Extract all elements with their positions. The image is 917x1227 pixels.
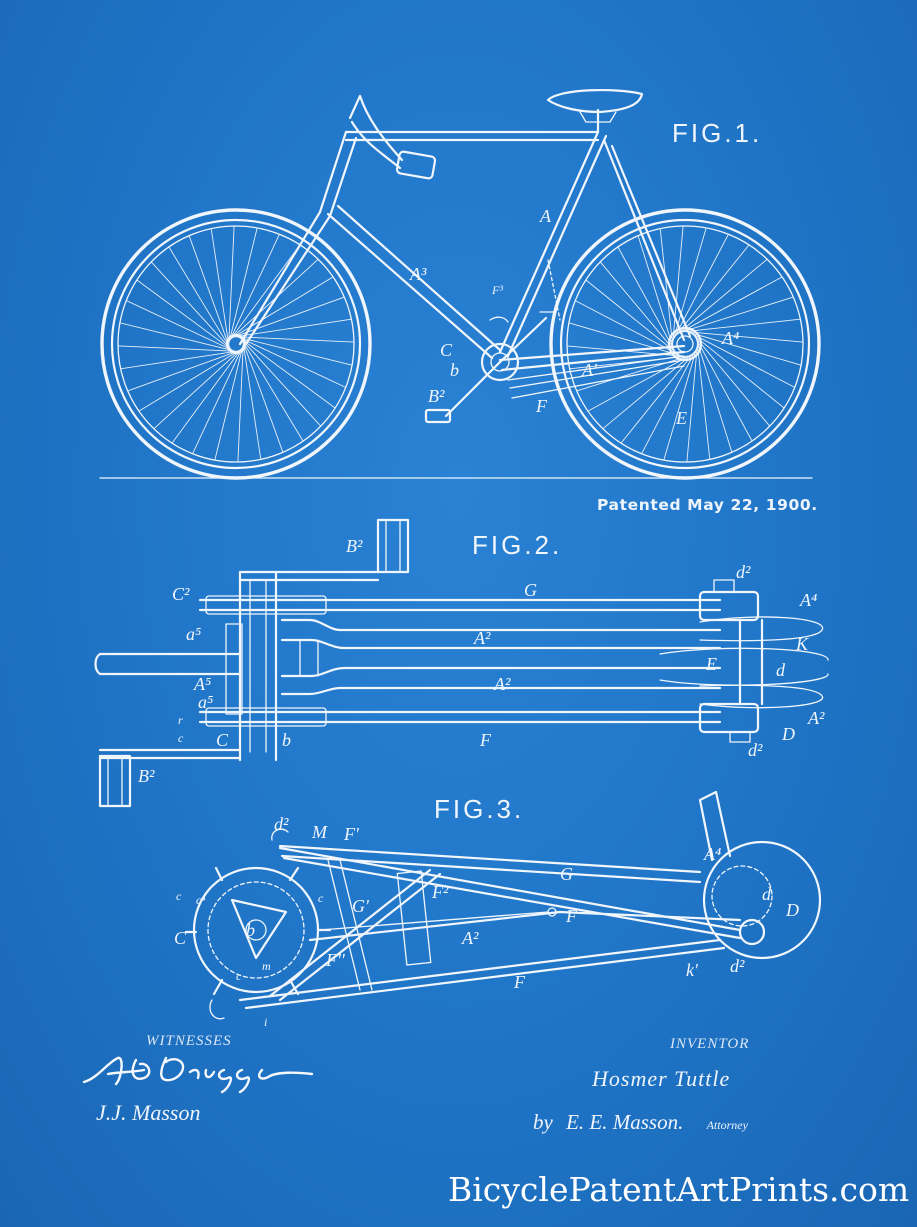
rear-wheel <box>551 210 819 478</box>
wheel-spoke <box>697 336 710 459</box>
svg-text:A²: A² <box>461 928 479 948</box>
svg-text:m: m <box>262 959 271 973</box>
wheel-spoke <box>154 347 244 429</box>
wheel-spoke <box>621 347 699 443</box>
wheel-spoke <box>239 337 321 427</box>
top-pedal <box>378 520 408 572</box>
figure-1-label: FIG.1. <box>672 118 762 148</box>
svg-text:A⁵: A⁵ <box>193 674 211 694</box>
wheel-spoke <box>193 344 244 454</box>
svg-text:i: i <box>264 1015 267 1029</box>
svg-text:A: A <box>539 206 552 226</box>
wheel-spoke <box>126 301 236 352</box>
svg-text:A⁴: A⁴ <box>721 328 739 348</box>
svg-text:G: G <box>560 864 573 884</box>
watermark-url[interactable]: BicyclePatentArtPrints.com <box>448 1170 909 1209</box>
svg-text:a⁵: a⁵ <box>198 692 213 712</box>
svg-text:F²: F² <box>431 882 449 902</box>
svg-text:c: c <box>176 889 182 903</box>
wheel-spoke <box>238 336 336 408</box>
svg-text:A²: A² <box>493 674 511 694</box>
wheel-spoke <box>137 280 235 352</box>
wheel-spoke <box>671 245 749 341</box>
svg-text:A⁴: A⁴ <box>799 590 817 610</box>
svg-text:b: b <box>282 730 291 750</box>
svg-text:d²: d² <box>730 956 745 976</box>
svg-text:C²: C² <box>172 584 190 604</box>
wheel-spoke <box>600 262 679 357</box>
wheel-spoke <box>236 336 346 387</box>
svg-text:a⁵: a⁵ <box>186 624 201 644</box>
svg-text:k': k' <box>686 960 699 980</box>
figure-3-label: FIG.3. <box>434 794 524 824</box>
svg-text:c: c <box>236 969 242 983</box>
svg-text:F: F <box>513 972 526 992</box>
svg-text:C: C <box>440 340 453 360</box>
attorney-name: E. E. Masson. <box>566 1110 683 1134</box>
witness-one-signature <box>78 1048 318 1098</box>
inventor-name: Hosmer Tuttle <box>592 1066 730 1092</box>
wheel-spoke <box>118 346 239 352</box>
svg-text:d²: d² <box>274 814 289 834</box>
svg-text:G: G <box>524 580 537 600</box>
svg-text:A⁴: A⁴ <box>703 844 721 864</box>
bottom-pedal <box>100 756 130 806</box>
svg-text:C: C <box>216 730 229 750</box>
svg-text:A²: A² <box>807 708 825 728</box>
witness-two-signature: J.J. Masson <box>96 1100 200 1126</box>
figure-1-bicycle: FIG.1. <box>100 90 819 478</box>
svg-text:G': G' <box>352 896 370 916</box>
svg-text:D: D <box>781 724 795 744</box>
svg-text:d: d <box>762 884 772 904</box>
figure-3-frame-detail: FIG.3. d² M F' G A⁴ c c⁴ c G' <box>174 792 820 1029</box>
attorney-prefix: by <box>533 1110 553 1134</box>
attorney-title: Attorney <box>707 1118 748 1132</box>
svg-text:B²: B² <box>346 536 363 556</box>
svg-text:d²: d² <box>748 740 763 760</box>
svg-text:C: C <box>174 928 187 948</box>
svg-text:F: F <box>479 730 492 750</box>
wheel-spoke <box>228 245 300 343</box>
svg-text:B²: B² <box>428 386 445 406</box>
svg-text:b: b <box>246 920 255 940</box>
svg-text:d²: d² <box>736 562 751 582</box>
figure-2-label: FIG.2. <box>472 530 562 560</box>
svg-text:c: c <box>178 731 184 745</box>
attorney-line: by E. E. Masson. Attorney <box>533 1110 748 1135</box>
svg-text:F': F' <box>343 824 360 844</box>
svg-text:D: D <box>785 900 799 920</box>
svg-text:M: M <box>311 822 328 842</box>
wheel-spoke <box>229 226 235 347</box>
svg-text:c⁴: c⁴ <box>196 893 206 907</box>
patent-date: Patented May 22, 1900. <box>597 496 818 514</box>
wheel-spoke <box>238 341 244 462</box>
svg-text:F: F <box>565 906 578 926</box>
svg-text:E: E <box>705 654 717 674</box>
wheel-spoke <box>151 262 233 352</box>
svg-text:K: K <box>795 634 809 654</box>
wheel-spoke <box>172 346 244 444</box>
svg-text:d: d <box>776 660 786 680</box>
svg-text:A': A' <box>581 360 598 380</box>
svg-text:F'': F'' <box>325 950 346 970</box>
svg-text:c: c <box>318 891 324 905</box>
svg-text:r: r <box>178 713 183 727</box>
inventor-label: INVENTOR <box>670 1036 749 1053</box>
front-wheel <box>102 210 370 478</box>
svg-text:F³: F³ <box>491 283 503 297</box>
svg-text:F: F <box>535 396 548 416</box>
svg-text:B²: B² <box>138 766 155 786</box>
svg-text:b: b <box>450 360 459 380</box>
wheel-spoke <box>586 280 682 358</box>
svg-text:A³: A³ <box>409 264 427 284</box>
svg-text:E: E <box>675 408 687 428</box>
wheel-spoke <box>229 259 319 341</box>
wheel-spoke <box>228 234 279 344</box>
svg-text:A²: A² <box>473 628 491 648</box>
figure-2-top-view: FIG.2. B² G <box>96 520 829 806</box>
figure-1-labels: A A³ F³ C b B² F A' A⁴ E <box>409 206 739 428</box>
